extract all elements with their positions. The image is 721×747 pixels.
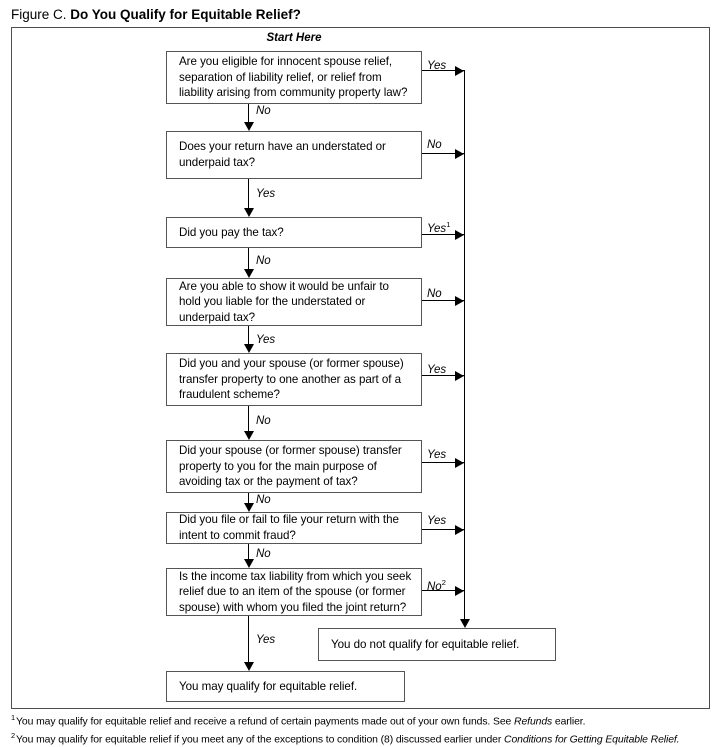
edge-label-text: No [427,288,442,300]
question-eligible-other-relief: Are you eligible for innocent spouse rel… [166,51,422,104]
arrow-right-branch-5 [455,370,464,381]
edge-label-down-4: Yes [256,334,276,346]
footnote-2: 2You may qualify for equitable relief if… [11,729,717,747]
connector-vertical-q7-to-q8 [248,544,249,560]
question-intent-to-commit-fraud: Did you file or fail to file your return… [166,512,422,544]
arrow-right-branch-8 [455,585,464,596]
edge-label-right-6: Yes [427,449,446,461]
footnote-1: 1You may qualify for equitable relief an… [11,711,717,729]
arrow-down-q8-to-outcome-yes [243,662,254,671]
connector-rail-vertical [464,70,465,620]
edge-label-right-8: No2 [427,578,446,593]
footnote-text-part: You may qualify for equitable relief and… [16,716,515,728]
question-did-you-pay-tax: Did you pay the tax? [166,217,422,248]
arrow-down-q4-to-q5 [243,344,254,353]
connector-vertical-q2-to-q3 [248,179,249,209]
connector-branch-3 [422,234,464,235]
outcome-do-not-qualify: You do not qualify for equitable relief. [318,628,556,661]
arrow-down-q1-to-q2 [243,122,254,131]
edge-label-footnote-mark: 2 [441,578,446,587]
arrow-down-q3-to-q4 [243,269,254,278]
connector-vertical-q3-to-q4 [248,248,249,270]
edge-label-footnote-mark: 1 [446,220,451,229]
question-understated-underpaid-tax: Does your return have an understated or … [166,131,422,179]
node-text: Are you eligible for innocent spouse rel… [179,55,408,100]
edge-label-down-5: No [256,415,271,427]
footnote-text-part: Conditions for Getting Equitable Relief. [504,734,680,746]
edge-label-text: Yes [427,364,447,376]
connector-branch-1 [422,70,464,71]
node-text: Did you file or fail to file your return… [179,513,399,542]
connector-vertical-q1-to-q2 [248,104,249,123]
node-text: Did you and your spouse (or former spous… [179,357,404,402]
outcome-may-qualify: You may qualify for equitable relief. [166,671,405,702]
connector-vertical-q5-to-q6 [248,406,249,432]
figure-label: Figure C. [11,7,67,22]
connector-branch-5 [422,375,464,376]
edge-label-right-2: No [427,139,442,151]
connector-branch-2 [422,153,464,154]
arrow-right-branch-1 [455,65,464,76]
edge-label-right-1: Yes [427,60,446,72]
connector-vertical-q4-to-q5 [248,326,249,345]
question-transfer-to-avoid-tax: Did your spouse (or former spouse) trans… [166,440,422,493]
connector-vertical-q8-to-outcome-yes [248,616,249,663]
connector-branch-8 [422,590,464,591]
question-liability-item-of-spouse: Is the income tax liability from which y… [166,568,422,616]
edge-label-text: No [427,580,442,593]
arrow-right-branch-4 [455,295,464,306]
node-text: Did you pay the tax? [179,225,284,239]
arrow-right-branch-2 [455,148,464,159]
footnotes: 1You may qualify for equitable relief an… [11,711,717,747]
start-here-caption: Start Here [266,32,322,44]
arrow-right-branch-3 [455,229,464,240]
edge-label-right-5: Yes [427,364,446,376]
connector-branch-7 [422,529,464,530]
edge-label-right-3: Yes1 [427,220,450,235]
node-text: You do not qualify for equitable relief. [331,637,520,651]
connector-vertical-q6-to-q7 [248,493,249,504]
figure-heading: Do You Qualify for Equitable Relief? [70,7,301,22]
edge-label-down-3: No [256,255,271,267]
connector-branch-6 [422,462,464,463]
footnote-text-part: earlier. [552,716,586,728]
edge-label-down-1: No [256,105,271,117]
edge-label-text: No [427,139,442,151]
footnote-text-part: You may qualify for equitable relief if … [16,734,505,746]
edge-label-text: Yes [427,515,447,527]
arrow-down-rail-to-outcome-no [459,619,470,628]
edge-label-text: Yes [427,449,447,461]
edge-label-down-2: Yes [256,188,276,200]
footnote-marker: 1 [11,713,16,722]
arrow-down-q2-to-q3 [243,208,254,217]
node-text: Are you able to show it would be unfair … [179,279,389,324]
edge-label-down-6: No [256,494,271,506]
edge-label-right-4: No [427,288,442,300]
arrow-right-branch-7 [455,524,464,535]
edge-label-down-8: Yes [256,634,276,646]
connector-branch-4 [422,300,464,301]
edge-label-right-7: Yes [427,515,446,527]
question-unfair-to-hold-liable: Are you able to show it would be unfair … [166,278,422,326]
arrow-down-q7-to-q8 [243,559,254,568]
figure-title: Figure C. Do You Qualify for Equitable R… [11,6,301,23]
edge-label-down-7: No [256,548,271,560]
edge-label-text: Yes [427,60,447,72]
edge-label-text: Yes [427,222,447,235]
footnote-marker: 2 [11,730,16,740]
arrow-down-q5-to-q6 [243,431,254,440]
arrow-down-q6-to-q7 [243,503,254,512]
footnote-text-part: Refunds [514,716,553,728]
question-fraudulent-transfer-scheme: Did you and your spouse (or former spous… [166,353,422,406]
node-text: Is the income tax liability from which y… [179,569,412,614]
node-text: Does your return have an understated or … [179,140,386,169]
arrow-right-branch-6 [455,457,464,468]
node-text: You may qualify for equitable relief. [179,679,358,693]
node-text: Did your spouse (or former spouse) trans… [179,444,402,489]
